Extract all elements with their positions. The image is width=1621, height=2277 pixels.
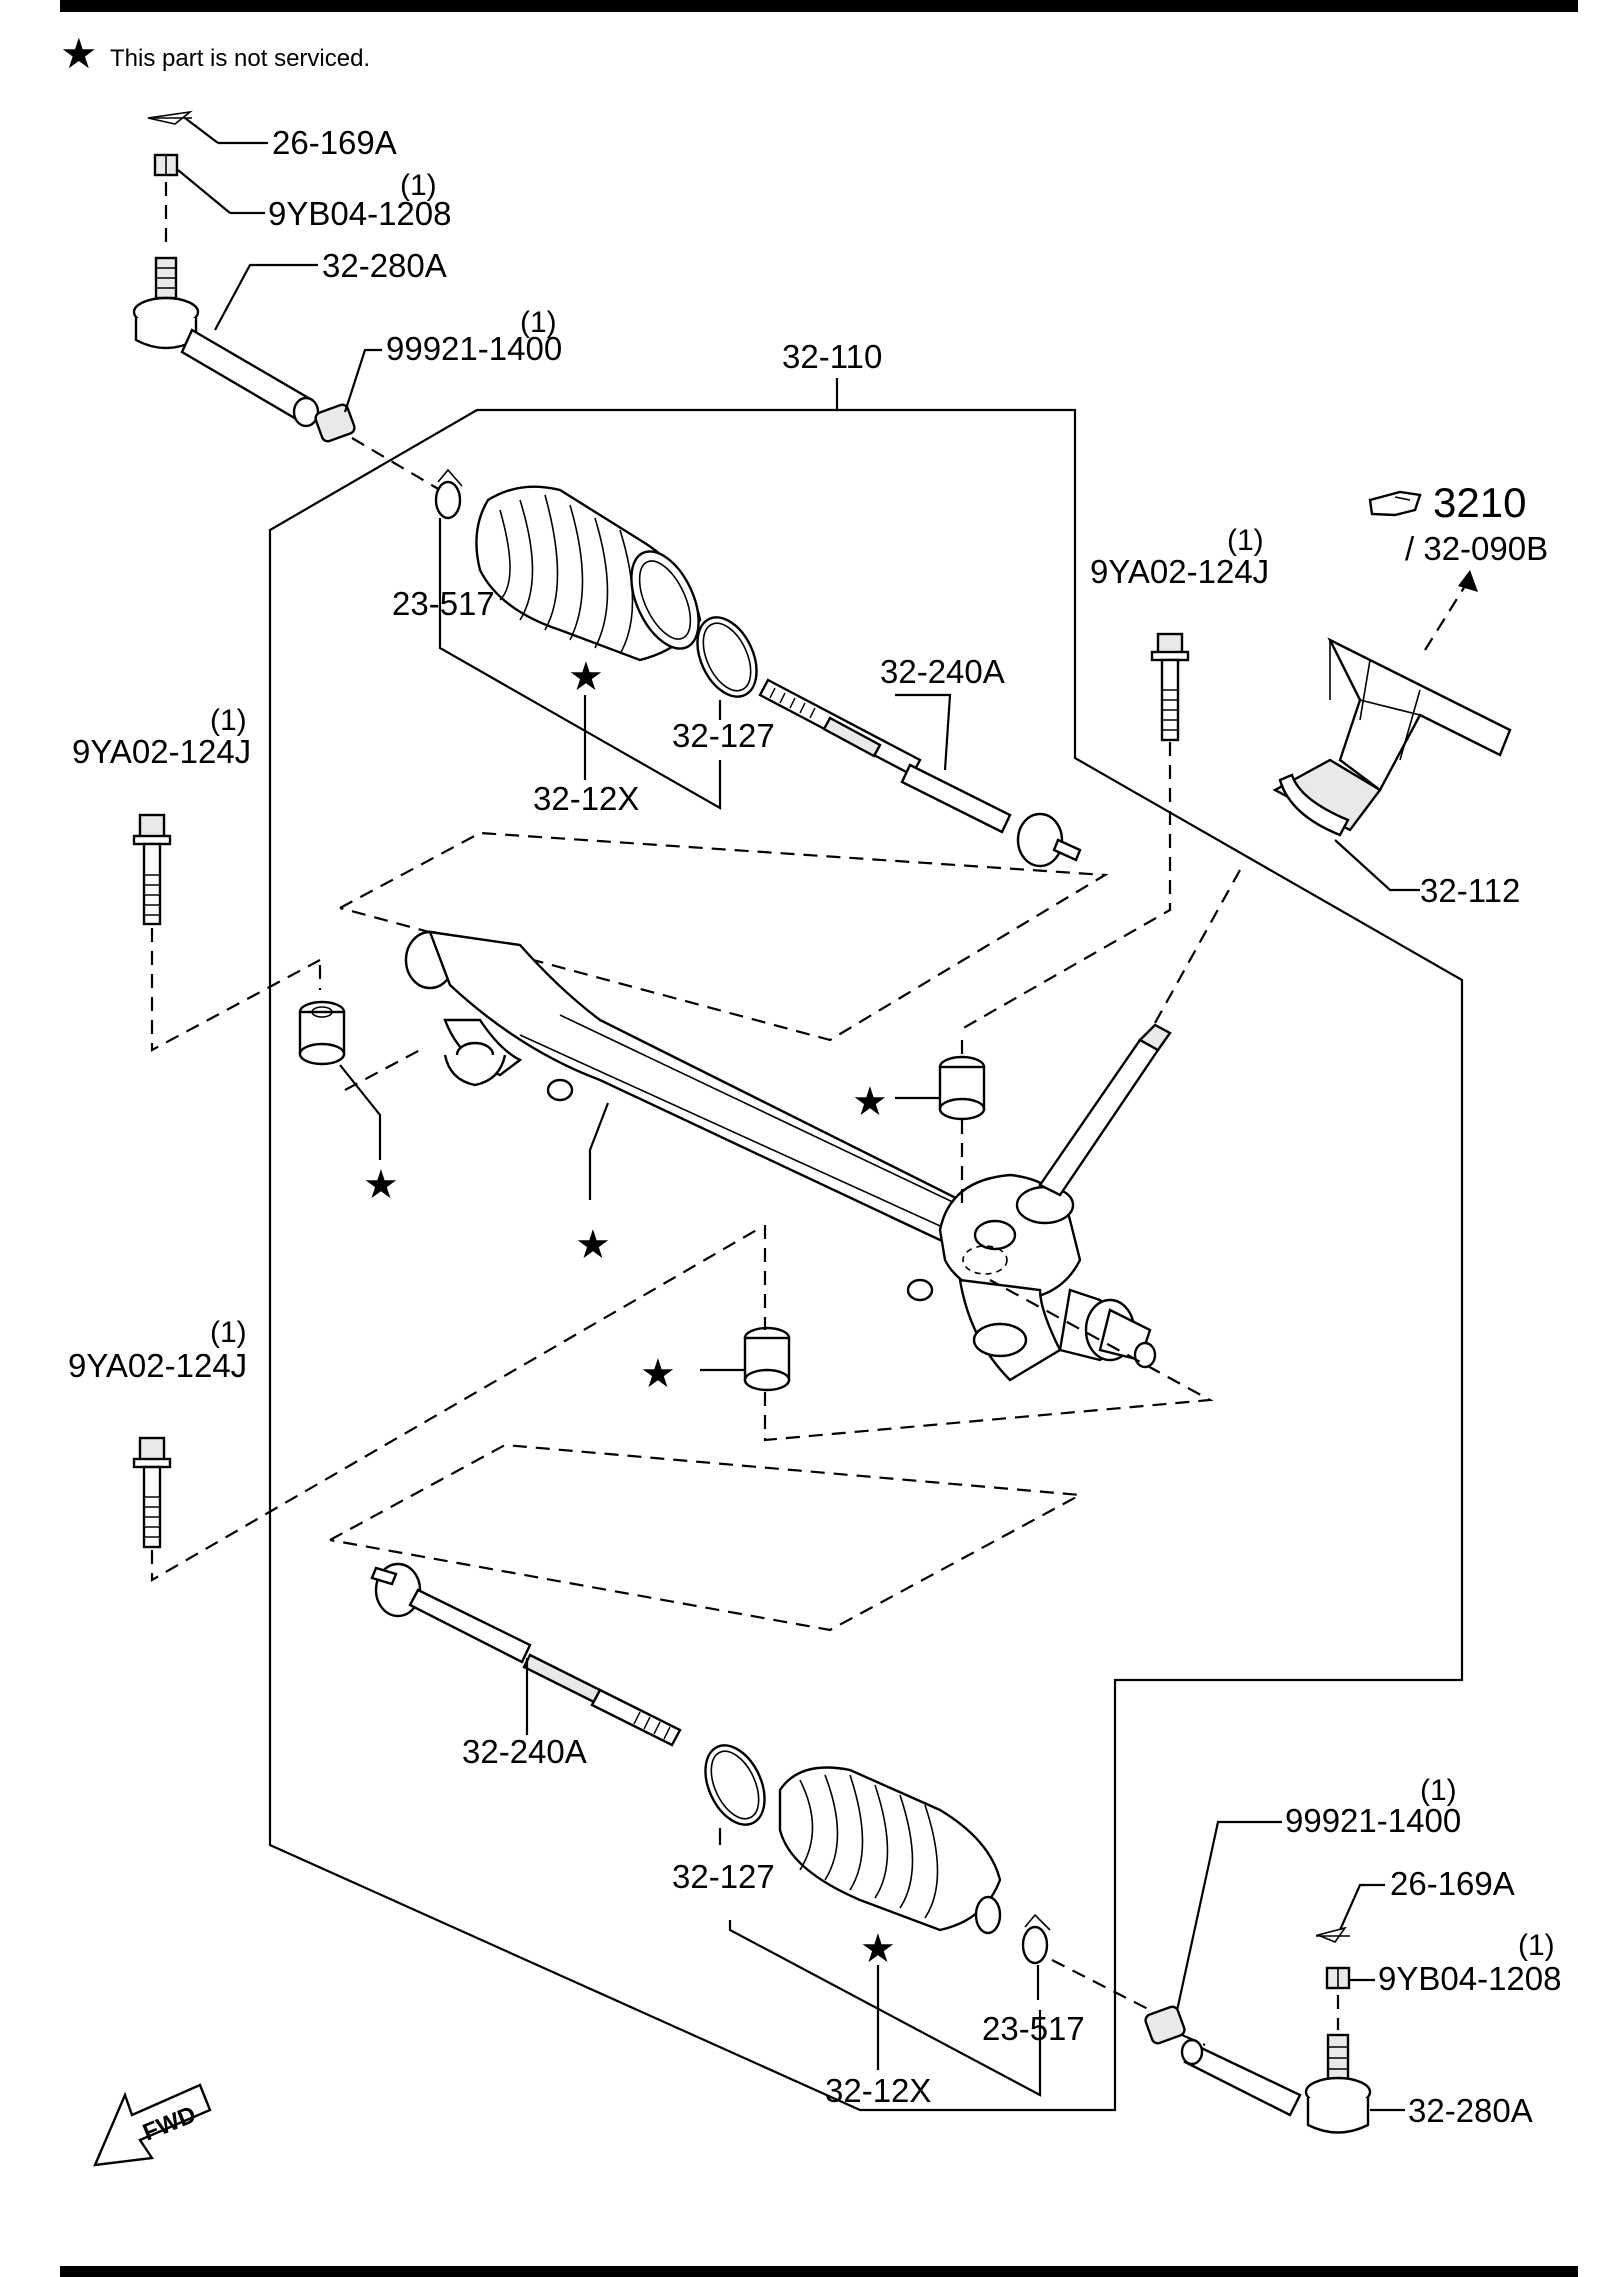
nut-icon-bottom: [1325, 1966, 1351, 1990]
note-text: This part is not serviced.: [110, 45, 370, 72]
label-boot-kit-bottom: 32-12X: [825, 2072, 931, 2109]
lock-nut-icon: [314, 403, 356, 443]
label-nut-top: 9YB04-1208: [268, 195, 451, 232]
boot-icon-top: [475, 485, 702, 662]
star-bushing-right-upper: ★: [852, 1080, 888, 1124]
reference-arrow-icon: [1458, 570, 1478, 592]
label-bolt-qty-top-right: (1): [1227, 524, 1264, 557]
boot-clamp-icon-top: [434, 468, 463, 520]
assembly-boundary: [268, 408, 1464, 2112]
star-bushing-left: ★: [363, 1163, 399, 1207]
lock-nut-icon-bottom: [1144, 2005, 1186, 2045]
label-bolt-left-lower: 9YA02-124J: [68, 1347, 247, 1384]
label-gear-assembly: 32-110: [782, 338, 882, 375]
label-boot-band-top: 32-127: [672, 717, 775, 754]
label-lock-nut-qty-bottom: (1): [1420, 1774, 1457, 1807]
bushing-icon-left: [298, 1000, 346, 1066]
tie-rod-end-icon: [132, 256, 320, 428]
bushing-icon-center-lower: [743, 1326, 791, 1392]
label-cotter-pin-top: 26-169A: [272, 124, 397, 161]
star-boot-bottom: ★: [860, 1927, 896, 1971]
reference-section: 3210: [1433, 479, 1526, 526]
reference-subsection: / 32-090B: [1405, 530, 1548, 567]
bolt-icon-left-lower: [132, 1436, 172, 1549]
nut-icon: [153, 153, 179, 177]
label-cotter-pin-bottom: 26-169A: [1390, 1865, 1515, 1902]
star-rack-housing: ★: [575, 1223, 611, 1267]
boot-band-icon-top: [696, 616, 758, 698]
note-star-icon: ★: [60, 30, 98, 77]
bushing-icon-right-upper: [938, 1055, 986, 1121]
fwd-arrow-icon: [93, 2083, 212, 2167]
label-nut-bottom: 9YB04-1208: [1378, 1960, 1561, 1997]
label-boot-clamp-top: 23-517: [392, 585, 495, 622]
pointer-hand-icon: [1368, 490, 1422, 517]
label-boot-kit-top: 32-12X: [533, 780, 639, 817]
cotter-pin-icon-bottom: [1315, 1926, 1350, 1943]
label-lock-nut-top: 99921-1400: [386, 330, 562, 367]
label-boot-clamp-bottom: 23-517: [982, 2010, 1085, 2047]
label-bolt-qty-left-upper: (1): [210, 704, 247, 737]
bottom-border: [60, 2266, 1578, 2277]
pinion-boot-icon: [1272, 637, 1512, 837]
label-bolt-top-right: 9YA02-124J: [1090, 553, 1269, 590]
boot-clamp-icon-bottom: [1021, 1913, 1051, 1965]
tie-rod-icon-bottom: [370, 1562, 682, 1747]
tie-rod-icon-top: [758, 678, 1082, 868]
label-tie-rod-bottom: 32-240A: [462, 1733, 587, 1770]
boot-icon-bottom: [778, 1766, 1002, 1935]
star-bushing-center-lower: ★: [640, 1352, 676, 1396]
label-tie-rod-end-bottom: 32-280A: [1408, 2092, 1533, 2129]
label-pinion-boot: 32-112: [1420, 872, 1520, 909]
label-lock-nut-qty-top: (1): [520, 306, 557, 339]
label-tie-rod-top: 32-240A: [880, 653, 1005, 690]
label-bolt-qty-left-lower: (1): [210, 1316, 247, 1349]
label-nut-qty-top: (1): [400, 169, 437, 202]
bolt-icon-top-right: [1150, 632, 1190, 742]
rack-housing-icon: [404, 930, 1172, 1382]
top-border: [60, 0, 1578, 12]
star-boot-top: ★: [568, 655, 604, 699]
label-boot-band-bottom: 32-127: [672, 1858, 775, 1895]
label-nut-qty-bottom: (1): [1518, 1929, 1555, 1962]
label-tie-rod-end-top: 32-280A: [322, 247, 447, 284]
tie-rod-end-icon-bottom: [1180, 2033, 1372, 2134]
label-lock-nut-bottom: 99921-1400: [1285, 1802, 1461, 1839]
boot-band-icon-bottom: [704, 1744, 766, 1826]
label-bolt-left-upper: 9YA02-124J: [72, 733, 251, 770]
bolt-icon-left-upper: [132, 813, 172, 926]
